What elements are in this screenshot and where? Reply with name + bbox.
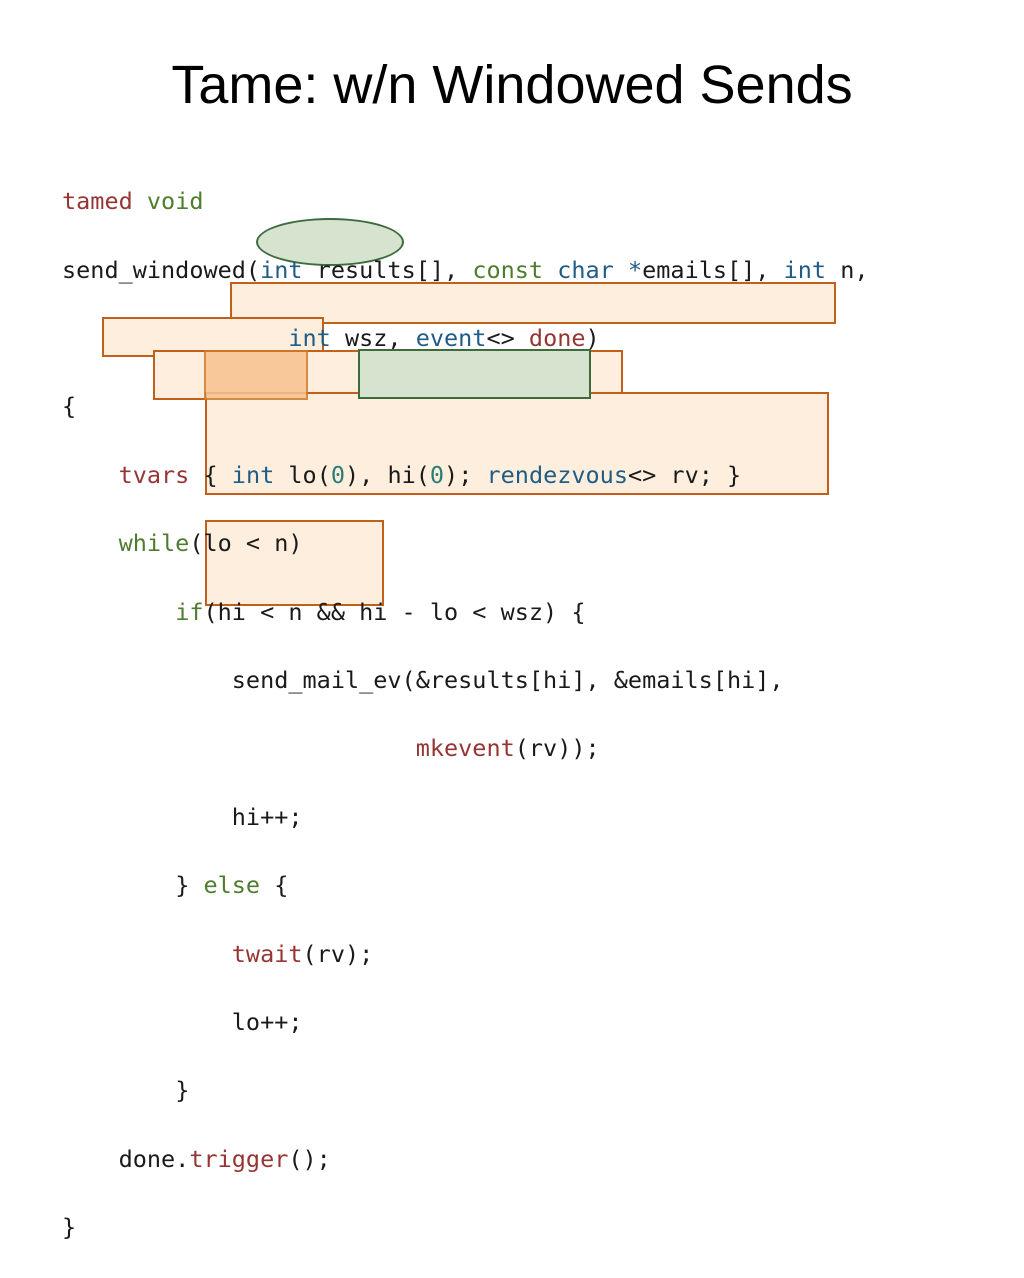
- code-line-15: done.trigger();: [62, 1142, 869, 1176]
- code-token: emails[],: [642, 255, 784, 284]
- code-token: [543, 256, 557, 284]
- code-token: ), hi(: [345, 460, 430, 489]
- code-token: *: [627, 255, 643, 284]
- code-token: (lo < n): [189, 529, 303, 558]
- code-indent: [62, 1008, 232, 1036]
- code-listing: tamed void send_windowed(int results[], …: [62, 150, 869, 1278]
- code-indent: [62, 871, 175, 899]
- code-token: {: [62, 392, 77, 421]
- code-token: [614, 256, 628, 284]
- slide-title: Tame: w/n Windowed Sends: [171, 55, 853, 115]
- window-condition-highlight: [358, 349, 591, 399]
- code-token: 0: [330, 460, 345, 489]
- code-token: int: [260, 255, 303, 284]
- code-token: trigger: [189, 1144, 289, 1173]
- code-line-8: send_mail_ev(&results[hi], &emails[hi],: [62, 663, 869, 697]
- code-token: <>: [486, 323, 529, 352]
- code-token: void: [146, 187, 204, 216]
- code-token: ): [585, 323, 600, 352]
- code-indent: [62, 940, 232, 968]
- code-indent: [62, 666, 232, 694]
- code-indent: [62, 803, 232, 831]
- code-line-5: tvars { int lo(0), hi(0); rendezvous<> r…: [62, 458, 869, 492]
- code-token: send_windowed(: [62, 255, 261, 284]
- code-line-3: int wsz, event<> done): [62, 321, 869, 355]
- code-token: rendezvous: [486, 460, 628, 489]
- code-line-7: if(hi < n && hi - lo < wsz) {: [62, 595, 869, 629]
- code-token: int: [288, 323, 331, 352]
- code-token: const: [472, 255, 544, 284]
- code-indent: [62, 598, 175, 626]
- code-token: n,: [826, 255, 869, 284]
- code-token: (hi < n && hi - lo < wsz) {: [203, 597, 586, 626]
- code-token: tamed: [62, 187, 133, 216]
- code-token: }: [175, 1076, 190, 1105]
- code-token: [133, 187, 147, 215]
- code-indent: [62, 1076, 175, 1104]
- code-token: done: [528, 323, 586, 352]
- code-token: if: [175, 597, 204, 626]
- wsz-param-highlight: [256, 218, 404, 266]
- code-token: char: [557, 255, 614, 284]
- code-line-10: hi++;: [62, 800, 869, 834]
- code-token: event: [415, 323, 487, 352]
- code-token: {: [189, 460, 232, 489]
- code-line-4: {: [62, 389, 869, 423]
- code-line-9: mkevent(rv));: [62, 731, 869, 765]
- code-token: lo++;: [231, 1007, 303, 1036]
- code-token: send_mail_ev(&results[hi], &emails[hi],: [231, 665, 784, 694]
- hi-lt-n-highlight: [204, 350, 308, 400]
- code-token: }: [175, 871, 204, 900]
- code-line-1: tamed void: [62, 184, 869, 218]
- code-token: int: [231, 460, 275, 489]
- code-indent: [62, 324, 288, 352]
- code-line-11: } else {: [62, 868, 869, 902]
- code-token: wsz,: [330, 323, 416, 352]
- code-token: ();: [288, 1144, 331, 1173]
- code-token: int: [783, 255, 827, 284]
- code-line-6: while(lo < n): [62, 526, 869, 560]
- send-block-highlight: [205, 392, 829, 495]
- code-token: while: [118, 529, 190, 558]
- code-token: lo(: [274, 460, 331, 489]
- code-token: tvars: [118, 460, 190, 489]
- code-token: done.: [118, 1144, 190, 1173]
- tvars-highlight: [230, 282, 836, 324]
- code-line-12: twait(rv);: [62, 937, 869, 971]
- code-token: {: [260, 871, 289, 900]
- code-token: twait: [231, 939, 303, 968]
- code-line-2: send_windowed(int results[], const char …: [62, 253, 869, 287]
- code-indent: [62, 529, 119, 557]
- code-token: 0: [429, 460, 445, 489]
- code-token: mkevent: [415, 734, 515, 763]
- code-token: else: [203, 871, 261, 900]
- code-line-14: }: [62, 1073, 869, 1107]
- code-line-13: lo++;: [62, 1005, 869, 1039]
- code-token: (rv);: [302, 939, 374, 968]
- code-token: <> rv; }: [627, 460, 742, 489]
- code-token: );: [444, 460, 487, 489]
- code-token: (rv));: [514, 734, 600, 763]
- code-line-16: }: [62, 1210, 869, 1244]
- code-token: }: [62, 1213, 77, 1242]
- code-token: hi++;: [231, 802, 303, 831]
- code-token: results[],: [302, 255, 473, 284]
- else-block-highlight: [205, 520, 384, 606]
- code-indent: [62, 461, 119, 489]
- code-indent: [62, 734, 416, 762]
- code-indent: [62, 1145, 119, 1173]
